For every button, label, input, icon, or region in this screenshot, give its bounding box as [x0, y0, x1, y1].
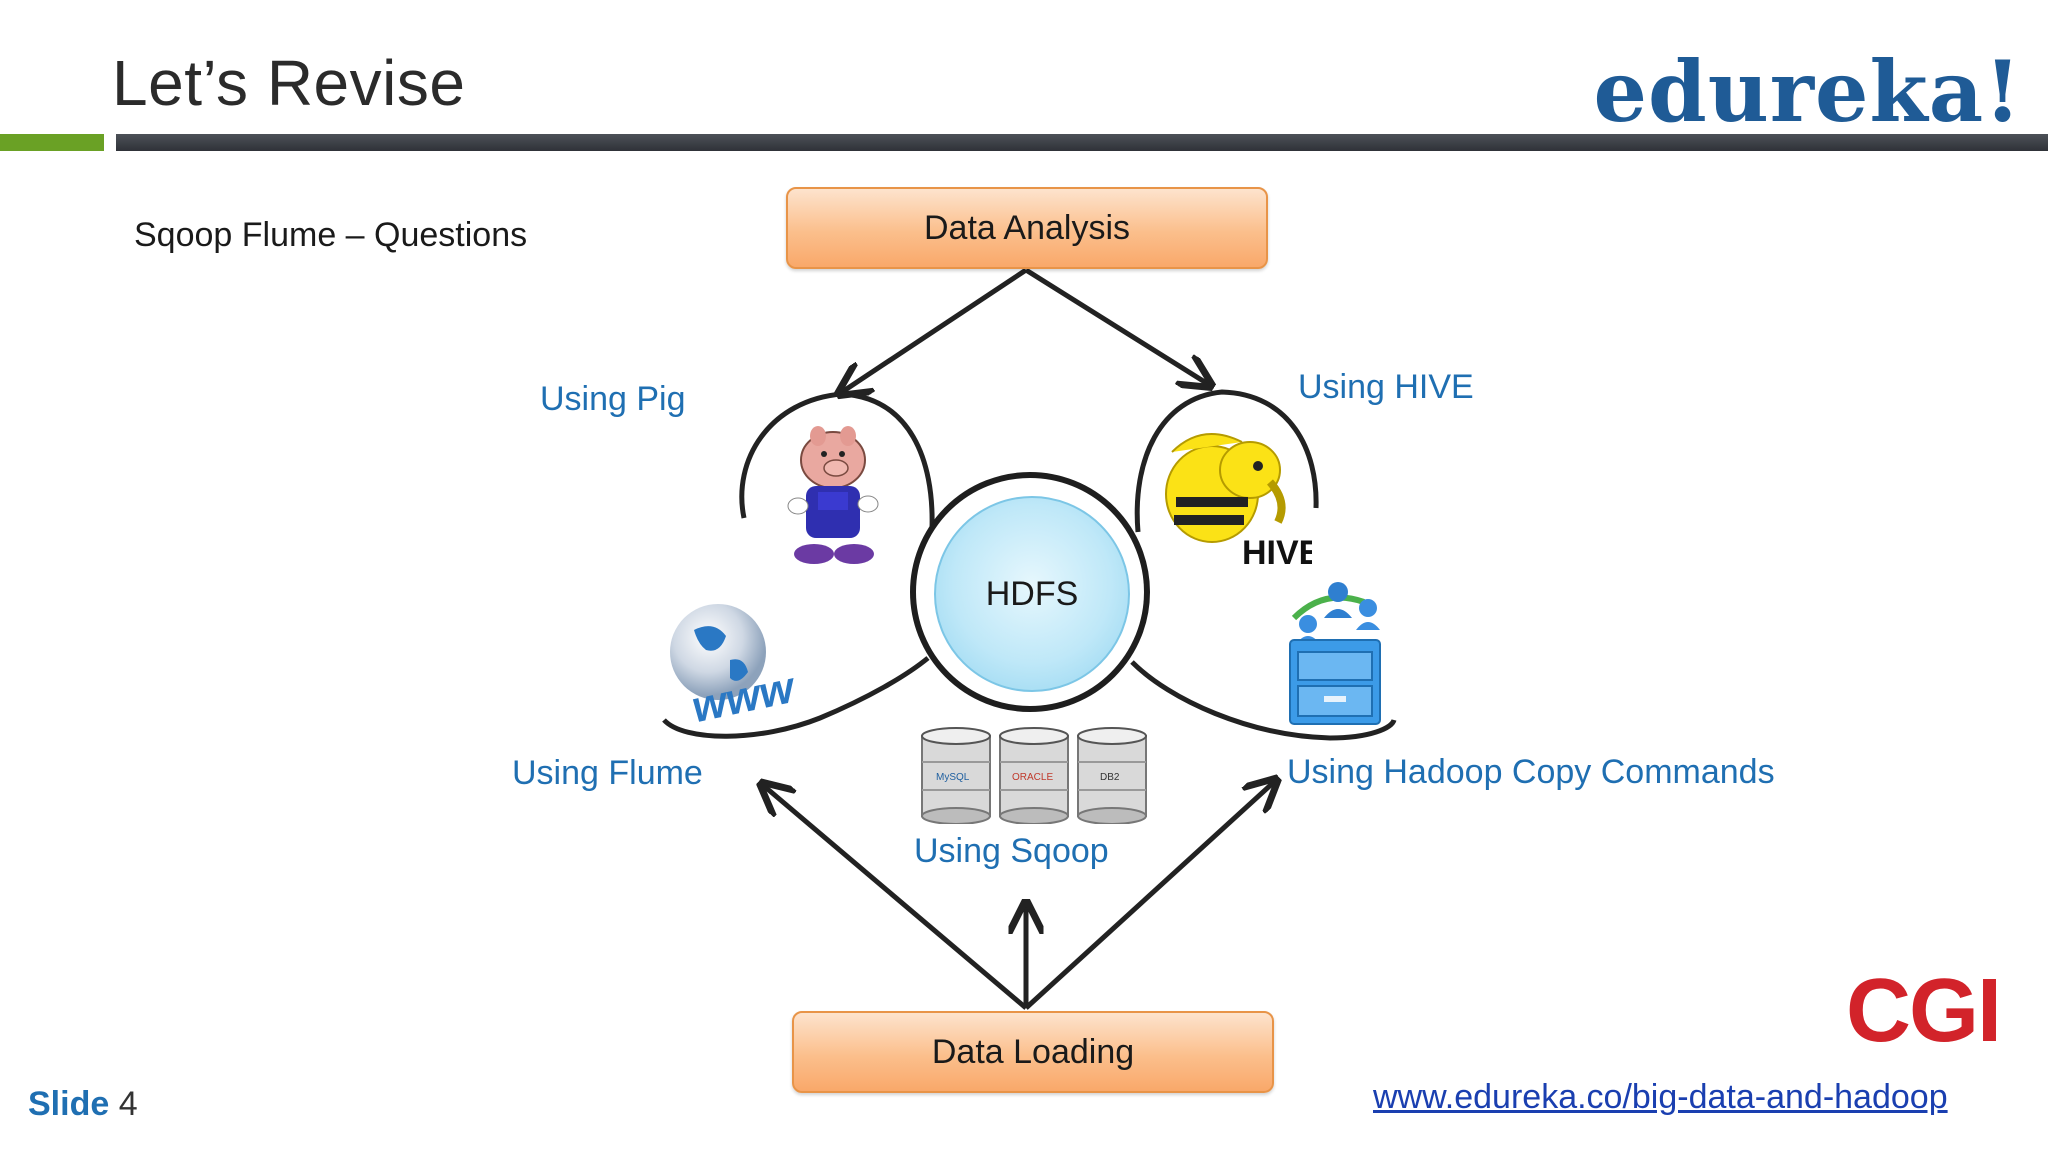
label-using-hadoop-copy: Using Hadoop Copy Commands: [1287, 753, 1775, 791]
header-divider-bar: [116, 134, 2048, 151]
label-using-hive: Using HIVE: [1298, 368, 1474, 406]
label-using-flume: Using Flume: [512, 754, 703, 792]
db-cylinder: DB2: [1077, 727, 1147, 824]
page-title: Let’s Revise: [112, 47, 466, 119]
arrow-analysis-to-pig: [842, 267, 1028, 392]
hdfs-node: HDFS: [934, 496, 1130, 692]
arrow-loading-to-flume: [764, 786, 1028, 1010]
data-loading-box: Data Loading: [792, 1011, 1274, 1093]
arc-pig: [739, 391, 935, 529]
cgi-logo: CGI: [1846, 961, 2002, 1061]
db-cylinder: ORACLE: [999, 727, 1069, 824]
edureka-logo: edureka!: [1593, 42, 2022, 141]
www-globe-icon: www: [670, 604, 801, 730]
arrow-loading-to-copy: [1024, 782, 1274, 1010]
header-accent-bar: [0, 134, 104, 151]
edureka-course-link[interactable]: www.edureka.co/big-data-and-hadoop: [1373, 1078, 1948, 1116]
slide-number-value: 4: [118, 1085, 138, 1123]
slide-label: Slide: [28, 1085, 110, 1123]
file-cabinet-users-icon: [1289, 582, 1381, 725]
arrow-analysis-to-hive: [1024, 267, 1208, 384]
arc-flume: [662, 656, 930, 739]
label-using-sqoop: Using Sqoop: [914, 832, 1109, 870]
arc-copy: [1130, 660, 1397, 741]
db-label-oracle: ORACLE: [1012, 772, 1053, 783]
hive-logo-text: HIVE: [1242, 534, 1312, 572]
hive-bee-elephant-icon: HIVE: [1165, 433, 1312, 572]
data-analysis-box: Data Analysis: [786, 187, 1268, 269]
label-using-pig: Using Pig: [540, 380, 686, 418]
arc-hive: [1134, 389, 1319, 533]
slide-number: Slide 4: [28, 1085, 138, 1124]
db-label-mysql: MySQL: [936, 772, 970, 783]
db-label-db2: DB2: [1100, 772, 1120, 783]
pig-mascot-icon: [787, 426, 879, 564]
slide-subtitle: Sqoop Flume – Questions: [134, 216, 528, 254]
db-cylinder: MySQL: [921, 727, 991, 824]
database-cylinders-icon: MySQL ORACLE DB2: [921, 727, 1147, 824]
